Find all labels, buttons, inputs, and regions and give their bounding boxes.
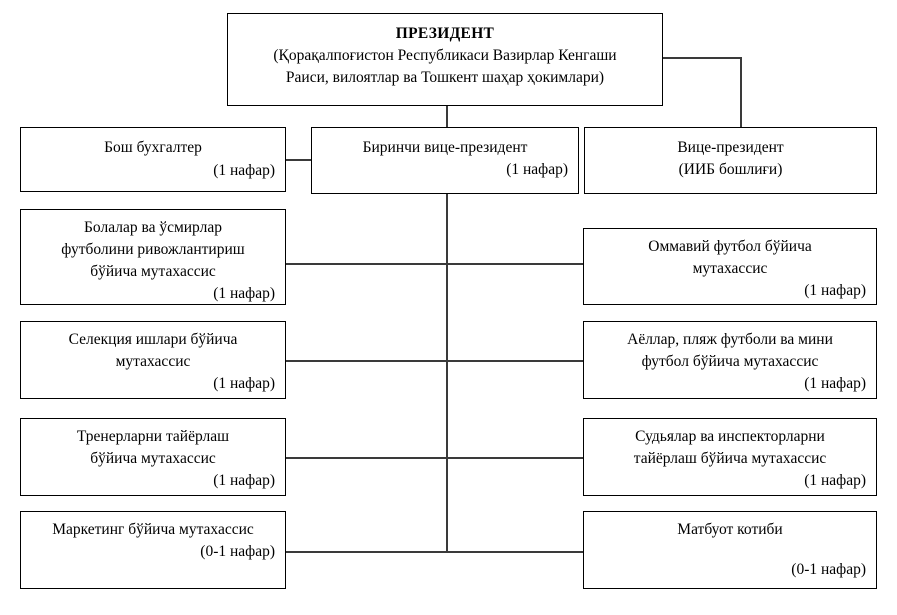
connector-central-spine xyxy=(446,194,448,552)
connector-branch-row4 xyxy=(286,457,583,459)
node-coach-training-specialist[interactable]: Тренерларни тайёрлаш бўйича мутахассис (… xyxy=(20,418,286,496)
node-vice-president[interactable]: Вице-президент (ИИБ бошлиғи) xyxy=(584,127,877,194)
president-subtitle: (Қорақалпоғистон Республикаси Вазирлар К… xyxy=(273,47,617,86)
connector-accountant-to-first-vice xyxy=(286,159,311,161)
vice-president-title: Вице-президент xyxy=(677,139,784,156)
vice-president-count: (ИИБ бошлиғи) xyxy=(678,161,783,178)
connector-president-to-vice-vertical xyxy=(740,57,742,127)
referee-training-count: (1 нафар) xyxy=(804,472,866,489)
chief-accountant-count: (1 нафар) xyxy=(213,162,275,179)
womens-beach-mini-count: (1 нафар) xyxy=(804,375,866,392)
mass-football-title: Оммавий футбол бўйича мутахассис xyxy=(648,238,812,277)
connector-branch-row3 xyxy=(286,360,583,362)
node-referee-training-specialist[interactable]: Судьялар ва инспекторларни тайёрлаш бўйи… xyxy=(583,418,877,496)
press-secretary-count: (0-1 нафар) xyxy=(791,561,866,578)
node-press-secretary[interactable]: Матбуот котиби (0-1 нафар) xyxy=(583,511,877,589)
marketing-title: Маркетинг бўйича мутахассис xyxy=(52,521,254,538)
node-youth-football-specialist[interactable]: Болалар ва ўсмирлар футболини ривожланти… xyxy=(20,209,286,305)
mass-football-count: (1 нафар) xyxy=(804,282,866,299)
node-marketing-specialist[interactable]: Маркетинг бўйича мутахассис (0-1 нафар) xyxy=(20,511,286,589)
node-selection-specialist[interactable]: Селекция ишлари бўйича мутахассис (1 наф… xyxy=(20,321,286,399)
womens-beach-mini-title: Аёллар, пляж футболи ва мини футбол бўйи… xyxy=(627,331,833,370)
node-mass-football-specialist[interactable]: Оммавий футбол бўйича мутахассис (1 нафа… xyxy=(583,228,877,305)
president-title: ПРЕЗИДЕНТ xyxy=(395,25,495,42)
marketing-count: (0-1 нафар) xyxy=(200,543,275,560)
referee-training-title: Судьялар ва инспекторларни тайёрлаш бўйи… xyxy=(633,428,827,467)
connector-president-to-first-vice xyxy=(446,105,448,127)
node-womens-beach-mini-football-specialist[interactable]: Аёллар, пляж футболи ва мини футбол бўйи… xyxy=(583,321,877,399)
node-president[interactable]: ПРЕЗИДЕНТ (Қорақалпоғистон Республикаси … xyxy=(227,13,663,106)
connector-branch-row5 xyxy=(286,551,583,553)
connector-branch-row2 xyxy=(286,263,583,265)
coach-training-title: Тренерларни тайёрлаш бўйича мутахассис xyxy=(76,428,230,467)
selection-title: Селекция ишлари бўйича мутахассис xyxy=(68,331,238,370)
node-first-vice-president[interactable]: Биринчи вице-президент (1 нафар) xyxy=(311,127,579,194)
connector-president-to-vice-horizontal xyxy=(662,57,742,59)
selection-count: (1 нафар) xyxy=(213,375,275,392)
chief-accountant-title: Бош бухгалтер xyxy=(104,139,202,156)
first-vice-president-count: (1 нафар) xyxy=(506,161,568,178)
node-chief-accountant[interactable]: Бош бухгалтер (1 нафар) xyxy=(20,127,286,192)
youth-football-title: Болалар ва ўсмирлар футболини ривожланти… xyxy=(61,219,245,280)
first-vice-president-title: Биринчи вице-президент xyxy=(362,139,528,156)
press-secretary-title: Матбуот котиби xyxy=(677,521,783,538)
youth-football-count: (1 нафар) xyxy=(213,285,275,302)
coach-training-count: (1 нафар) xyxy=(213,472,275,489)
